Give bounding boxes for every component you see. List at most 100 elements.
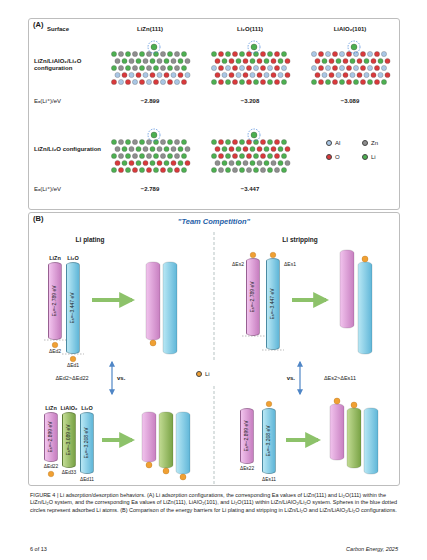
atom xyxy=(122,146,127,151)
atom xyxy=(218,65,223,70)
atom xyxy=(146,79,151,84)
atom xyxy=(139,51,144,56)
atom xyxy=(374,51,379,56)
atom xyxy=(143,72,148,77)
atom xyxy=(246,65,251,70)
atom xyxy=(264,160,269,165)
atom xyxy=(374,79,379,84)
atom xyxy=(346,51,351,56)
atom xyxy=(218,51,223,56)
atom xyxy=(371,72,376,77)
atom xyxy=(225,167,230,172)
compare-arrow xyxy=(111,362,112,394)
atom xyxy=(281,139,286,144)
atom xyxy=(143,58,148,63)
energy-value: Eₐ=−3.208 eV xyxy=(266,425,272,456)
atom xyxy=(150,160,155,165)
energy-bar: Li₂OEₐ=−3.208 eV xyxy=(80,412,94,474)
atom xyxy=(146,139,151,144)
atom xyxy=(271,160,276,165)
atom xyxy=(236,160,241,165)
energy-bar: Eₐ=−2.899 eV xyxy=(240,408,254,464)
energy-value: Eₐ=−3.208 eV xyxy=(84,427,90,458)
atom xyxy=(125,167,130,172)
atom xyxy=(153,51,158,56)
atom xyxy=(285,58,290,63)
atom xyxy=(229,58,234,63)
li-atom xyxy=(266,401,272,407)
atom xyxy=(260,65,265,70)
atom xyxy=(174,79,179,84)
energy-value: Eₐ=−2.789 eV xyxy=(250,281,256,312)
figure-label: Surface xyxy=(47,26,69,33)
atom xyxy=(267,65,272,70)
legend-text: Li xyxy=(205,371,210,377)
atom xyxy=(218,139,223,144)
atom xyxy=(171,160,176,165)
atom xyxy=(315,72,320,77)
atom xyxy=(153,79,158,84)
legend-text: Zn xyxy=(371,140,378,146)
atom xyxy=(125,51,130,56)
atom xyxy=(264,72,269,77)
panel-letter: (B) xyxy=(33,215,43,224)
energy-value: Eₐ=−3.447 eV xyxy=(270,288,276,319)
atom xyxy=(253,79,258,84)
atom xyxy=(178,146,183,151)
atom xyxy=(329,58,334,63)
atom xyxy=(136,58,141,63)
atom xyxy=(225,139,230,144)
atom xyxy=(343,58,348,63)
atom xyxy=(311,79,316,84)
figure-label: −2.899 xyxy=(141,98,160,105)
figure-label: ΔEd11 xyxy=(80,477,94,483)
page-footer: Carbon Energy, 2025 xyxy=(346,546,398,552)
atom xyxy=(253,65,258,70)
energy-bar-result xyxy=(340,250,354,328)
atom xyxy=(115,160,120,165)
energy-bar: LiAlO₂Eₐ=−3.089 eV xyxy=(62,412,76,468)
figure-label: ΔEd1 xyxy=(67,363,79,369)
atom xyxy=(274,51,279,56)
atom xyxy=(181,79,186,84)
atom xyxy=(367,65,372,70)
figure-label: −3.208 xyxy=(241,98,260,105)
atom xyxy=(385,72,390,77)
atom xyxy=(129,160,134,165)
atom xyxy=(232,65,237,70)
figure-label: vs. xyxy=(117,375,125,382)
atom xyxy=(318,79,323,84)
atom xyxy=(178,160,183,165)
legend-text: Li xyxy=(371,154,376,160)
panel-letter: (A) xyxy=(33,21,43,30)
atom xyxy=(239,51,244,56)
energy-bar-result xyxy=(364,408,378,474)
atom xyxy=(167,167,172,172)
atom xyxy=(132,153,137,158)
atom xyxy=(146,51,151,56)
atom xyxy=(215,146,220,151)
atom xyxy=(222,58,227,63)
atom xyxy=(332,51,337,56)
energy-value: Eₐ=−3.447 eV xyxy=(70,292,76,323)
legend-swatch xyxy=(326,154,332,160)
atom xyxy=(132,139,137,144)
atom xyxy=(267,153,272,158)
atom xyxy=(229,146,234,151)
atom xyxy=(211,167,216,172)
atom xyxy=(267,139,272,144)
atom xyxy=(315,58,320,63)
atom xyxy=(271,146,276,151)
atom xyxy=(167,79,172,84)
figure-label: vs. xyxy=(287,375,295,382)
divider xyxy=(214,232,215,360)
atom xyxy=(267,51,272,56)
atom xyxy=(253,153,258,158)
atom xyxy=(285,146,290,151)
atom xyxy=(153,65,158,70)
atom xyxy=(257,146,262,151)
atom xyxy=(236,146,241,151)
atom-slab xyxy=(111,129,190,173)
atom xyxy=(139,153,144,158)
atom xyxy=(274,153,279,158)
